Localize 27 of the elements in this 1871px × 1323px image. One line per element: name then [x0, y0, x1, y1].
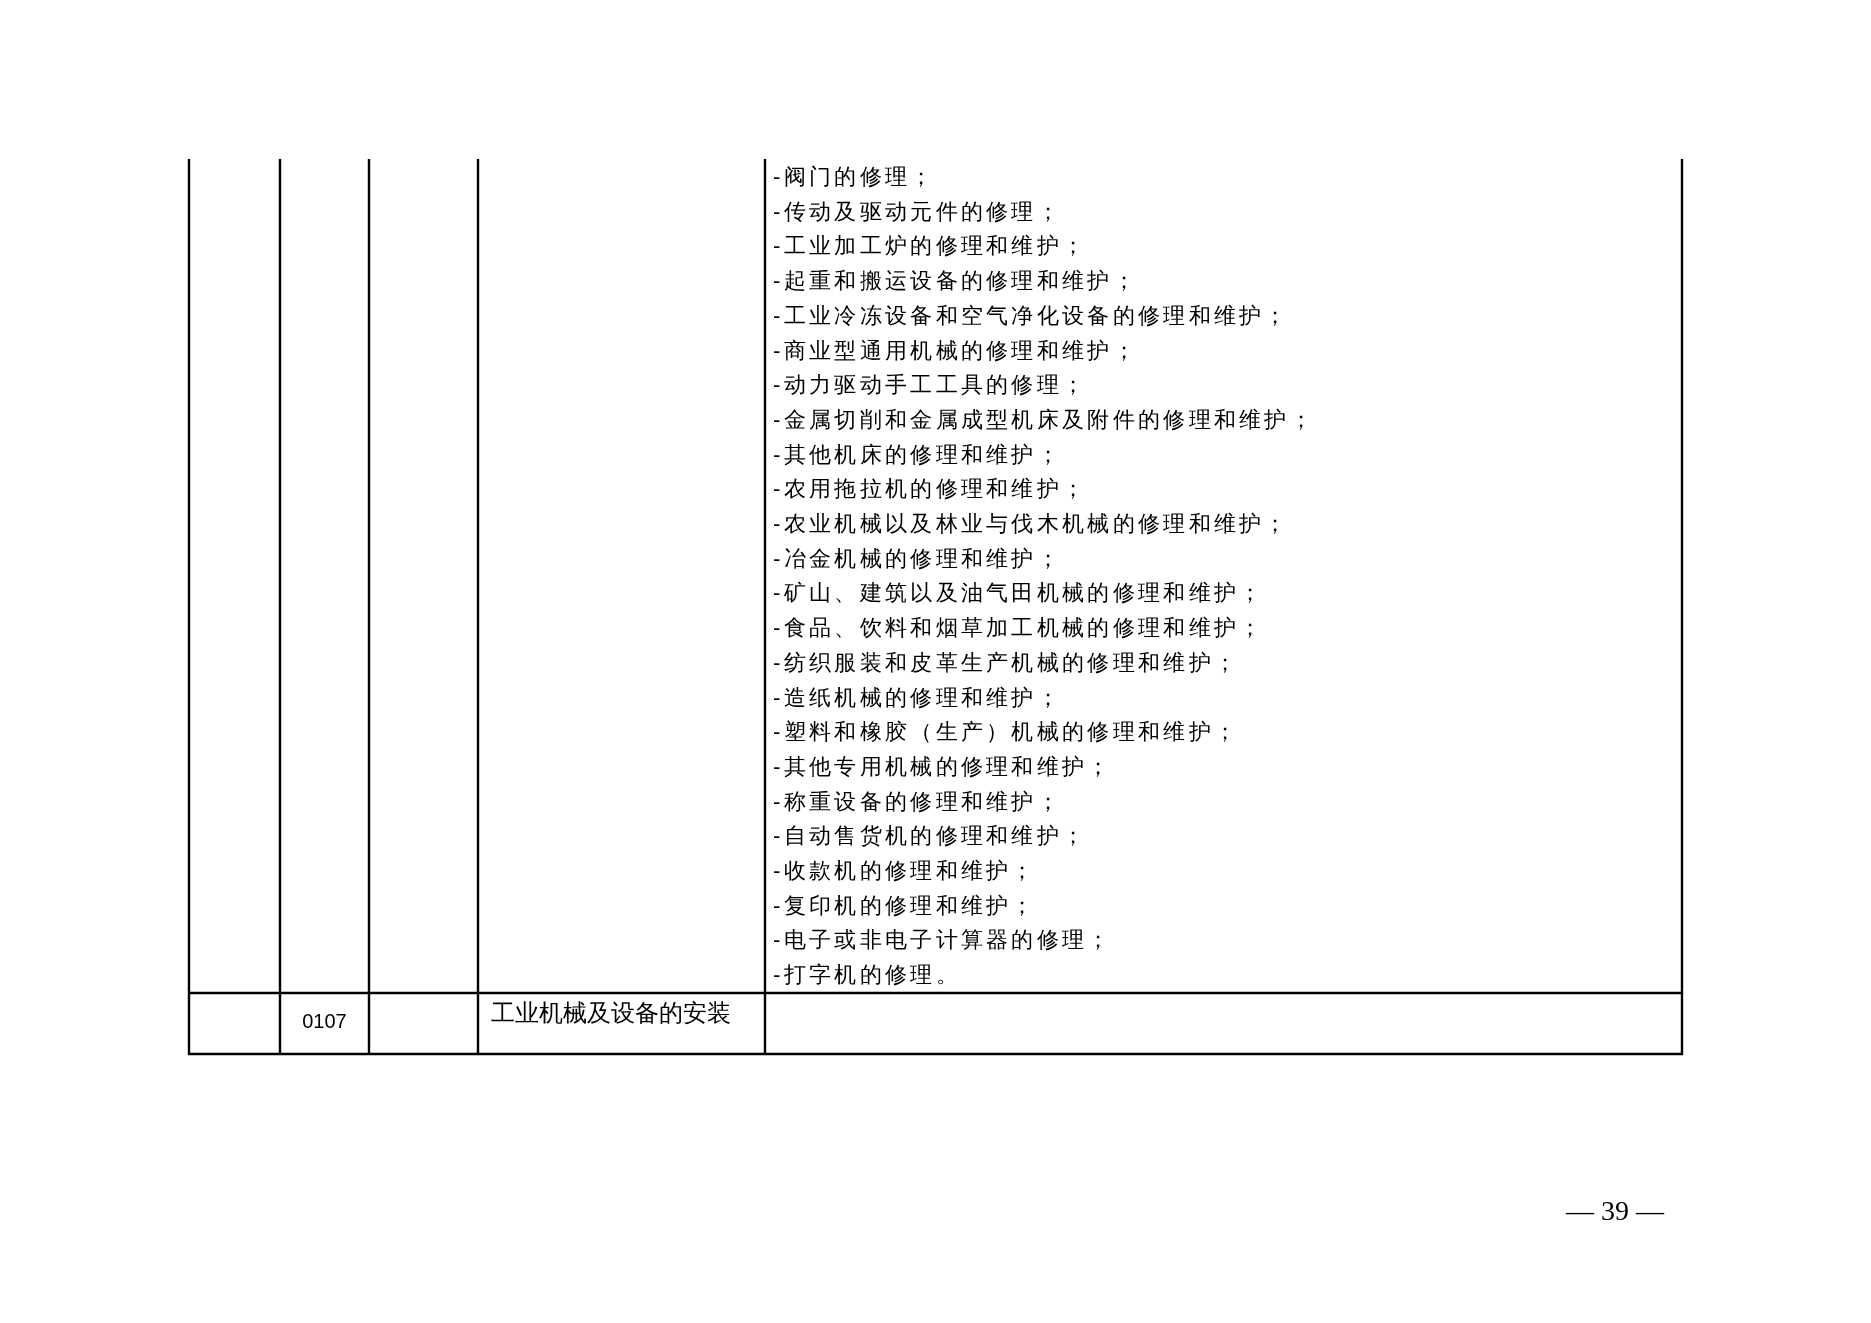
list-item: -传动及驱动元件的修理； — [773, 197, 1063, 226]
list-item: -冶金机械的修理和维护； — [773, 544, 1063, 573]
list-item: -农业机械以及林业与伐木机械的修理和维护； — [773, 510, 1290, 538]
category-code: 0107 — [301, 1010, 348, 1033]
list-item: -起重和搬运设备的修理和维护； — [773, 267, 1138, 296]
list-item: -阀门的修理； — [773, 163, 936, 191]
list-item: -纺织服装和皮革生产机械的修理和维护； — [773, 648, 1240, 677]
list-item: -农用拖拉机的修理和维护； — [773, 475, 1088, 504]
list-item: -工业冷冻设备和空气净化设备的修理和维护； — [773, 301, 1290, 330]
list-item: -工业加工炉的修理和维护； — [773, 232, 1088, 261]
list-item: -动力驱动手工工具的修理； — [773, 371, 1088, 400]
list-item: -电子或非电子计算器的修理； — [773, 926, 1113, 955]
list-item: -造纸机械的修理和维护； — [773, 683, 1063, 712]
category-name: 工业机械及设备的安装 — [491, 998, 731, 1028]
list-item: -塑料和橡胶（生产）机械的修理和维护； — [773, 718, 1240, 747]
page-number: — 39 — — [1566, 1195, 1664, 1227]
list-item: -其他专用机械的修理和维护； — [773, 752, 1113, 781]
list-item: -打字机的修理。 — [773, 961, 961, 990]
list-item: -自动售货机的修理和维护； — [773, 822, 1088, 851]
list-item: -称重设备的修理和维护； — [773, 787, 1063, 816]
list-item: -其他机床的修理和维护； — [773, 440, 1063, 469]
list-item: -收款机的修理和维护； — [773, 857, 1037, 885]
list-item: -食品、饮料和烟草加工机械的修理和维护； — [773, 614, 1265, 643]
list-item: -金属切削和金属成型机床及附件的修理和维护； — [773, 405, 1316, 434]
list-item: -矿山、建筑以及油气田机械的修理和维护； — [773, 579, 1265, 608]
list-item: -商业型通用机械的修理和维护； — [773, 336, 1138, 365]
list-item: -复印机的修理和维护； — [773, 891, 1037, 920]
